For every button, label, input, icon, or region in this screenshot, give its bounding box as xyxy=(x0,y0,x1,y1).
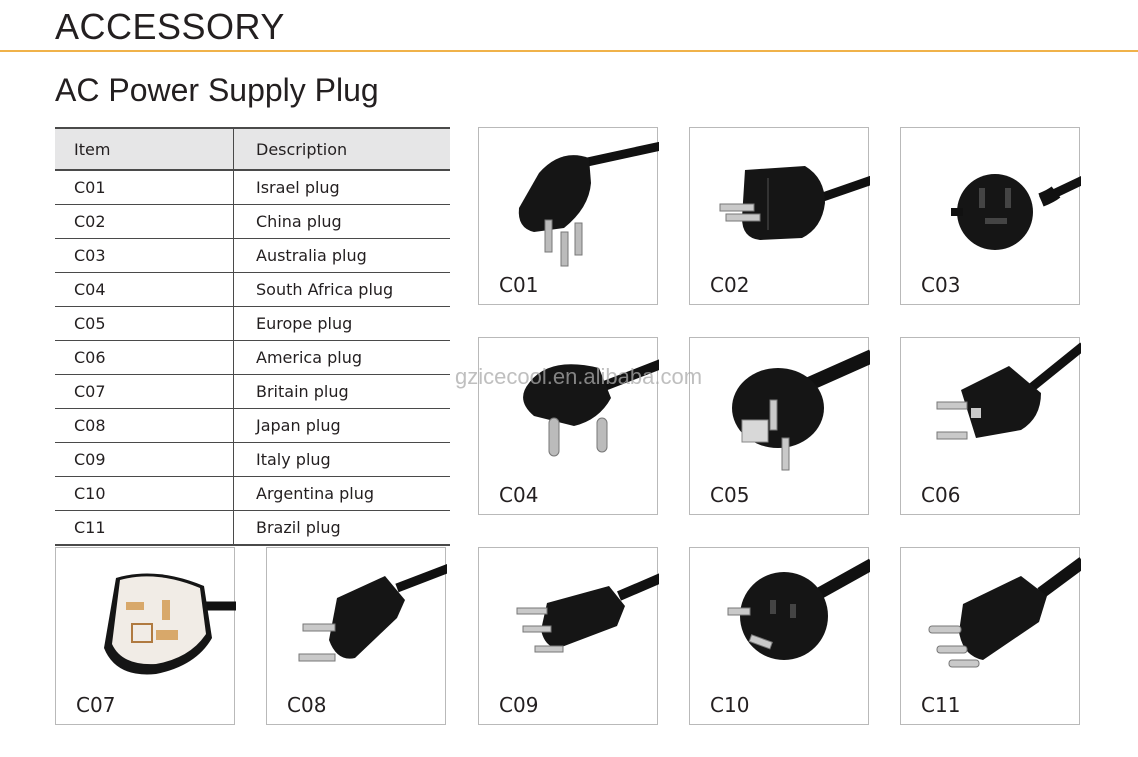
description-cell: Britain plug xyxy=(233,374,450,409)
plug-card-c06: C06 xyxy=(900,337,1081,515)
plug-code: C10 xyxy=(710,693,750,717)
plug-code: C07 xyxy=(76,693,116,717)
description-cell: Australia plug xyxy=(233,238,450,273)
section-title: AC Power Supply Plug xyxy=(55,72,379,108)
plug-card-c11: C11 xyxy=(900,547,1081,725)
item-cell: C02 xyxy=(55,204,234,239)
page-title: ACCESSORY xyxy=(55,6,285,47)
description-cell: Italy plug xyxy=(233,442,450,477)
description-cell: Japan plug xyxy=(233,408,450,443)
japan-plug-icon xyxy=(298,563,447,662)
item-cell: C11 xyxy=(55,510,234,546)
item-cell: C05 xyxy=(55,306,234,341)
italy-plug-icon xyxy=(516,573,659,653)
table-header-row: Item Description xyxy=(55,127,450,171)
south-africa-plug-icon xyxy=(523,359,659,457)
plug-card-c08: C08 xyxy=(266,547,447,725)
column-header-description: Description xyxy=(233,127,450,171)
plug-code: C04 xyxy=(499,483,539,507)
plug-code: C05 xyxy=(710,483,750,507)
plug-card-c01: C01 xyxy=(478,127,659,305)
item-cell: C01 xyxy=(55,170,234,205)
plug-code: C01 xyxy=(499,273,539,297)
item-cell: C09 xyxy=(55,442,234,477)
description-cell: Brazil plug xyxy=(233,510,450,546)
argentina-plug-icon xyxy=(727,558,870,660)
description-cell: Israel plug xyxy=(233,170,450,205)
plug-code: C08 xyxy=(287,693,327,717)
description-cell: South Africa plug xyxy=(233,272,450,307)
america-plug-icon xyxy=(936,342,1081,440)
europe-plug-icon xyxy=(732,349,870,471)
plug-card-c02: C02 xyxy=(689,127,870,305)
item-cell: C10 xyxy=(55,476,234,511)
item-cell: C08 xyxy=(55,408,234,443)
australia-plug-icon xyxy=(951,174,1081,250)
brazil-plug-icon xyxy=(928,557,1081,668)
israel-plug-icon xyxy=(518,141,659,267)
item-cell: C06 xyxy=(55,340,234,375)
item-cell: C03 xyxy=(55,238,234,273)
plug-code: C09 xyxy=(499,693,539,717)
plug-code: C02 xyxy=(710,273,750,297)
description-cell: China plug xyxy=(233,204,450,239)
china-plug-icon xyxy=(719,166,870,240)
plug-code: C03 xyxy=(921,273,961,297)
plug-code: C06 xyxy=(921,483,961,507)
watermark: gzicecool.en.alibaba.com xyxy=(455,364,703,389)
column-header-item: Item xyxy=(55,127,234,171)
plug-card-c09: C09 xyxy=(478,547,659,725)
description-cell: America plug xyxy=(233,340,450,375)
plug-code: C11 xyxy=(921,693,961,717)
plug-card-c05: C05 xyxy=(689,337,870,515)
plug-card-c10: C10 xyxy=(689,547,870,725)
description-cell: Argentina plug xyxy=(233,476,450,511)
description-cell: Europe plug xyxy=(233,306,450,341)
plug-card-c03: C03 xyxy=(900,127,1081,305)
plug-card-c04: C04 xyxy=(478,337,659,515)
item-cell: C07 xyxy=(55,374,234,409)
plug-card-c07: C07 xyxy=(55,547,236,725)
britain-plug-icon xyxy=(104,573,236,675)
item-cell: C04 xyxy=(55,272,234,307)
header-divider xyxy=(0,50,1138,52)
